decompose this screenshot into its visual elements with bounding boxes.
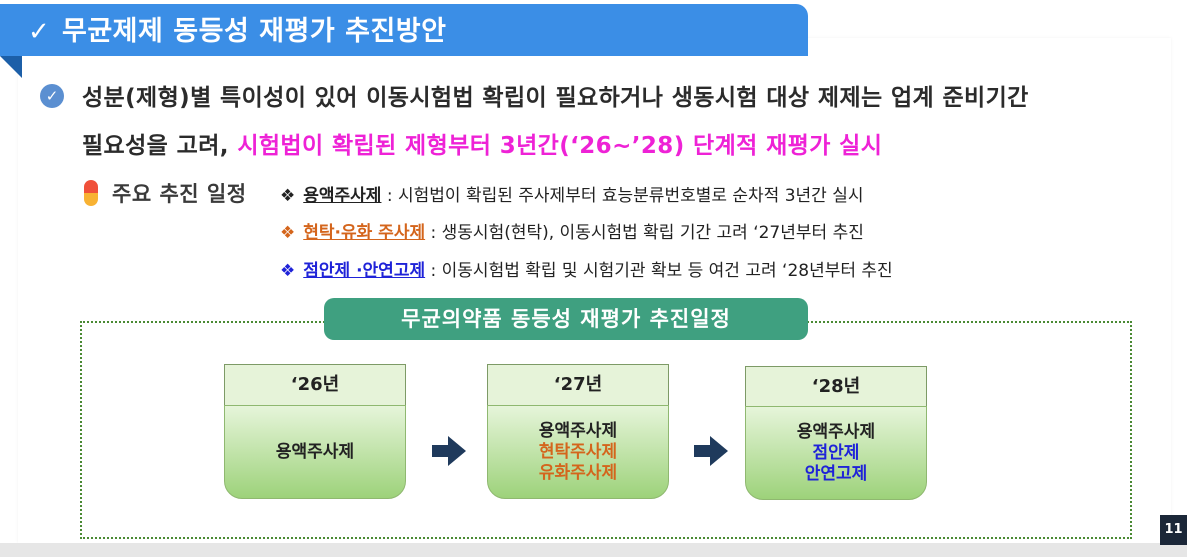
diamond-bullet-icon: ❖	[280, 223, 296, 243]
year-header-2026: ‘26년	[224, 364, 406, 406]
diamond-bullet-icon: ❖	[280, 186, 296, 206]
year-body-2028: 용액주사제 점안제 안연고제	[745, 406, 927, 500]
pill-bullet-icon	[84, 180, 98, 206]
timeline-item: 용액주사제	[796, 421, 876, 442]
schedule-item-head: 용액주사제	[303, 186, 382, 206]
timeline-title: 무균의약품 동등성 재평가 추진일정	[324, 298, 808, 340]
timeline-item: 점안제	[812, 442, 860, 463]
page-number: 11	[1160, 515, 1187, 545]
bottom-strip	[0, 543, 1187, 557]
main-bullet-line1: 성분(제형)별 특이성이 있어 이동시험법 확립이 필요하거나 생동시험 대상 …	[82, 85, 1029, 111]
diamond-bullet-icon: ❖	[280, 261, 296, 281]
checkmark-icon: ✓	[28, 17, 50, 47]
main-bullet-line2: 필요성을 고려, 시험법이 확립된 제형부터 3년간(‘26~’28) 단계적 …	[82, 126, 882, 160]
schedule-item-suspension: ❖ 현탁·유화 주사제 : 생동시험(현탁), 이동시험법 확립 기간 고려 ‘2…	[280, 218, 864, 243]
main-bullet-line2-plain: 필요성을 고려,	[82, 133, 238, 159]
right-arrow-icon	[432, 436, 466, 466]
schedule-label: 주요 추진 일정	[112, 182, 247, 206]
timeline-item: 용액주사제	[275, 441, 355, 462]
year-body-2027: 용액주사제 현탁주사제 유화주사제	[487, 405, 669, 499]
section-title: 무균제제 동등성 재평가 추진방안	[62, 16, 447, 47]
year-header-2028: ‘28년	[745, 366, 927, 408]
banner-fold-decoration	[0, 56, 22, 78]
schedule-item-desc: : 시험법이 확립된 주사제부터 효능분류번호별로 순차적 3년간 실시	[381, 186, 864, 206]
schedule-item-ophthalmic: ❖ 점안제 ·안연고제 : 이동시험법 확립 및 시험기관 확보 등 여건 고려 …	[280, 256, 893, 281]
section-banner: ✓ 무균제제 동등성 재평가 추진방안	[0, 4, 808, 56]
timeline-item: 현탁주사제	[538, 441, 618, 462]
timeline-item: 유화주사제	[538, 462, 618, 483]
timeline-item: 안연고제	[804, 463, 868, 484]
schedule-item-head: 현탁·유화 주사제	[303, 223, 426, 243]
timeline-item: 용액주사제	[538, 420, 618, 441]
check-circle-icon: ✓	[40, 84, 64, 108]
right-arrow-icon	[694, 436, 728, 466]
year-body-2026: 용액주사제	[224, 405, 406, 499]
schedule-item-head: 점안제 ·안연고제	[303, 261, 426, 281]
schedule-item-desc: : 이동시험법 확립 및 시험기관 확보 등 여건 고려 ‘28년부터 추진	[425, 261, 893, 281]
main-bullet-highlight: 시험법이 확립된 제형부터 3년간(‘26~’28) 단계적 재평가 실시	[237, 133, 883, 159]
schedule-item-desc: : 생동시험(현탁), 이동시험법 확립 기간 고려 ‘27년부터 추진	[425, 223, 864, 243]
year-header-2027: ‘27년	[487, 364, 669, 406]
schedule-item-solution: ❖ 용액주사제 : 시험법이 확립된 주사제부터 효능분류번호별로 순차적 3년간…	[280, 181, 864, 206]
